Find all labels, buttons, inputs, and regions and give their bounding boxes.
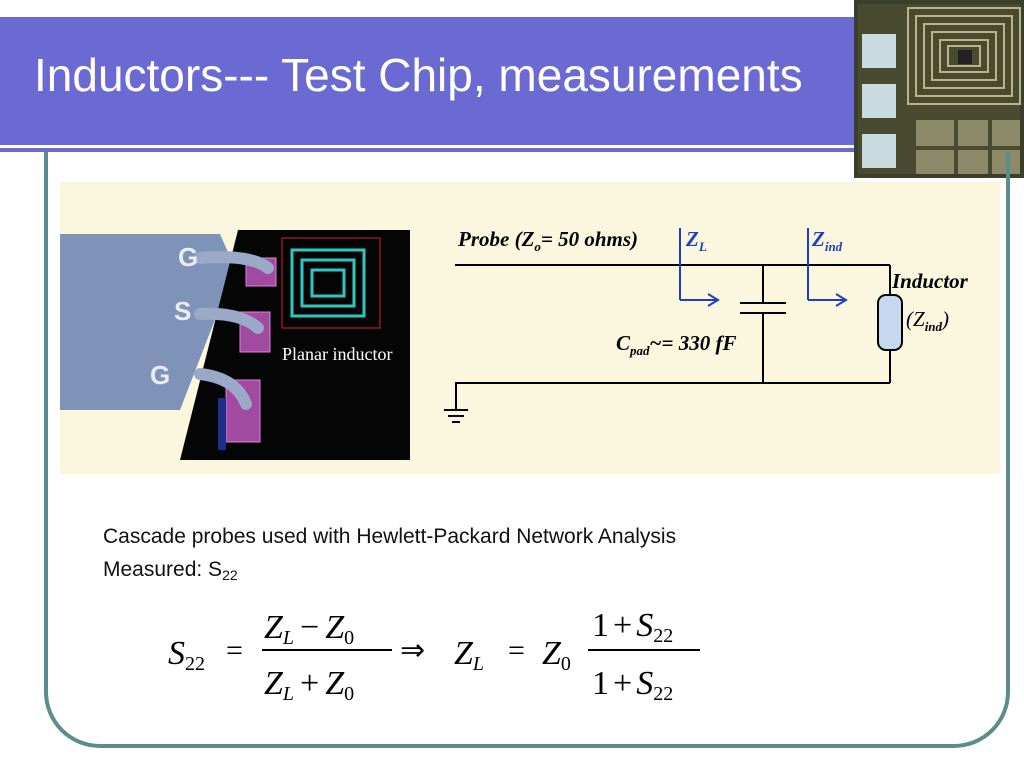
svg-text:ZL−Z0: ZL−Z0 bbox=[264, 609, 354, 649]
svg-text:=: = bbox=[226, 634, 243, 667]
probe-impedance-label: Probe (Zo= 50 ohms) bbox=[457, 227, 638, 254]
inductor-label: Inductor bbox=[891, 269, 969, 293]
chip-micrograph-image bbox=[854, 0, 1024, 178]
zl-label: ZL bbox=[685, 227, 707, 254]
svg-text:ZL+Z0: ZL+Z0 bbox=[264, 665, 354, 705]
cpad-label: Cpad~= 330 fF bbox=[616, 331, 736, 358]
s22-to-zl-equation: S22 = ZL−Z0 ZL+Z0 ⇒ ZL = Z0 1+S22 1+S22 bbox=[168, 607, 700, 705]
title-divider bbox=[0, 148, 1024, 152]
svg-text:1+S22: 1+S22 bbox=[592, 665, 673, 705]
svg-text:S22: S22 bbox=[168, 635, 205, 675]
svg-text:=: = bbox=[508, 634, 525, 667]
svg-text:⇒: ⇒ bbox=[400, 634, 425, 667]
measured-s22-text: Measured: S22 bbox=[103, 558, 238, 583]
probe-label-g-bottom: G bbox=[150, 360, 170, 390]
svg-text:Z0: Z0 bbox=[542, 635, 571, 675]
probe-on-chip-image: G S G Planar inductor bbox=[60, 228, 410, 460]
content-frame bbox=[44, 152, 1010, 748]
title-bar bbox=[0, 17, 1024, 145]
cascade-probes-text: Cascade probes used with Hewlett-Packard… bbox=[103, 525, 677, 548]
chip-label: Planar inductor bbox=[282, 344, 392, 364]
svg-text:ZL: ZL bbox=[454, 635, 484, 675]
probe-label-g-top: G bbox=[178, 242, 198, 272]
inductor-impedance-label: (Zind) bbox=[906, 307, 949, 334]
slide-title: Inductors--- Test Chip, measurements bbox=[34, 49, 803, 101]
measurement-circuit-diagram: Probe (Zo= 50 ohms) ZL Zind Cpad~= 330 f… bbox=[444, 227, 969, 423]
probe-label-s: S bbox=[174, 296, 191, 326]
zind-label: Zind bbox=[811, 227, 843, 254]
inductor-symbol bbox=[877, 294, 903, 351]
svg-text:1+S22: 1+S22 bbox=[592, 607, 673, 647]
